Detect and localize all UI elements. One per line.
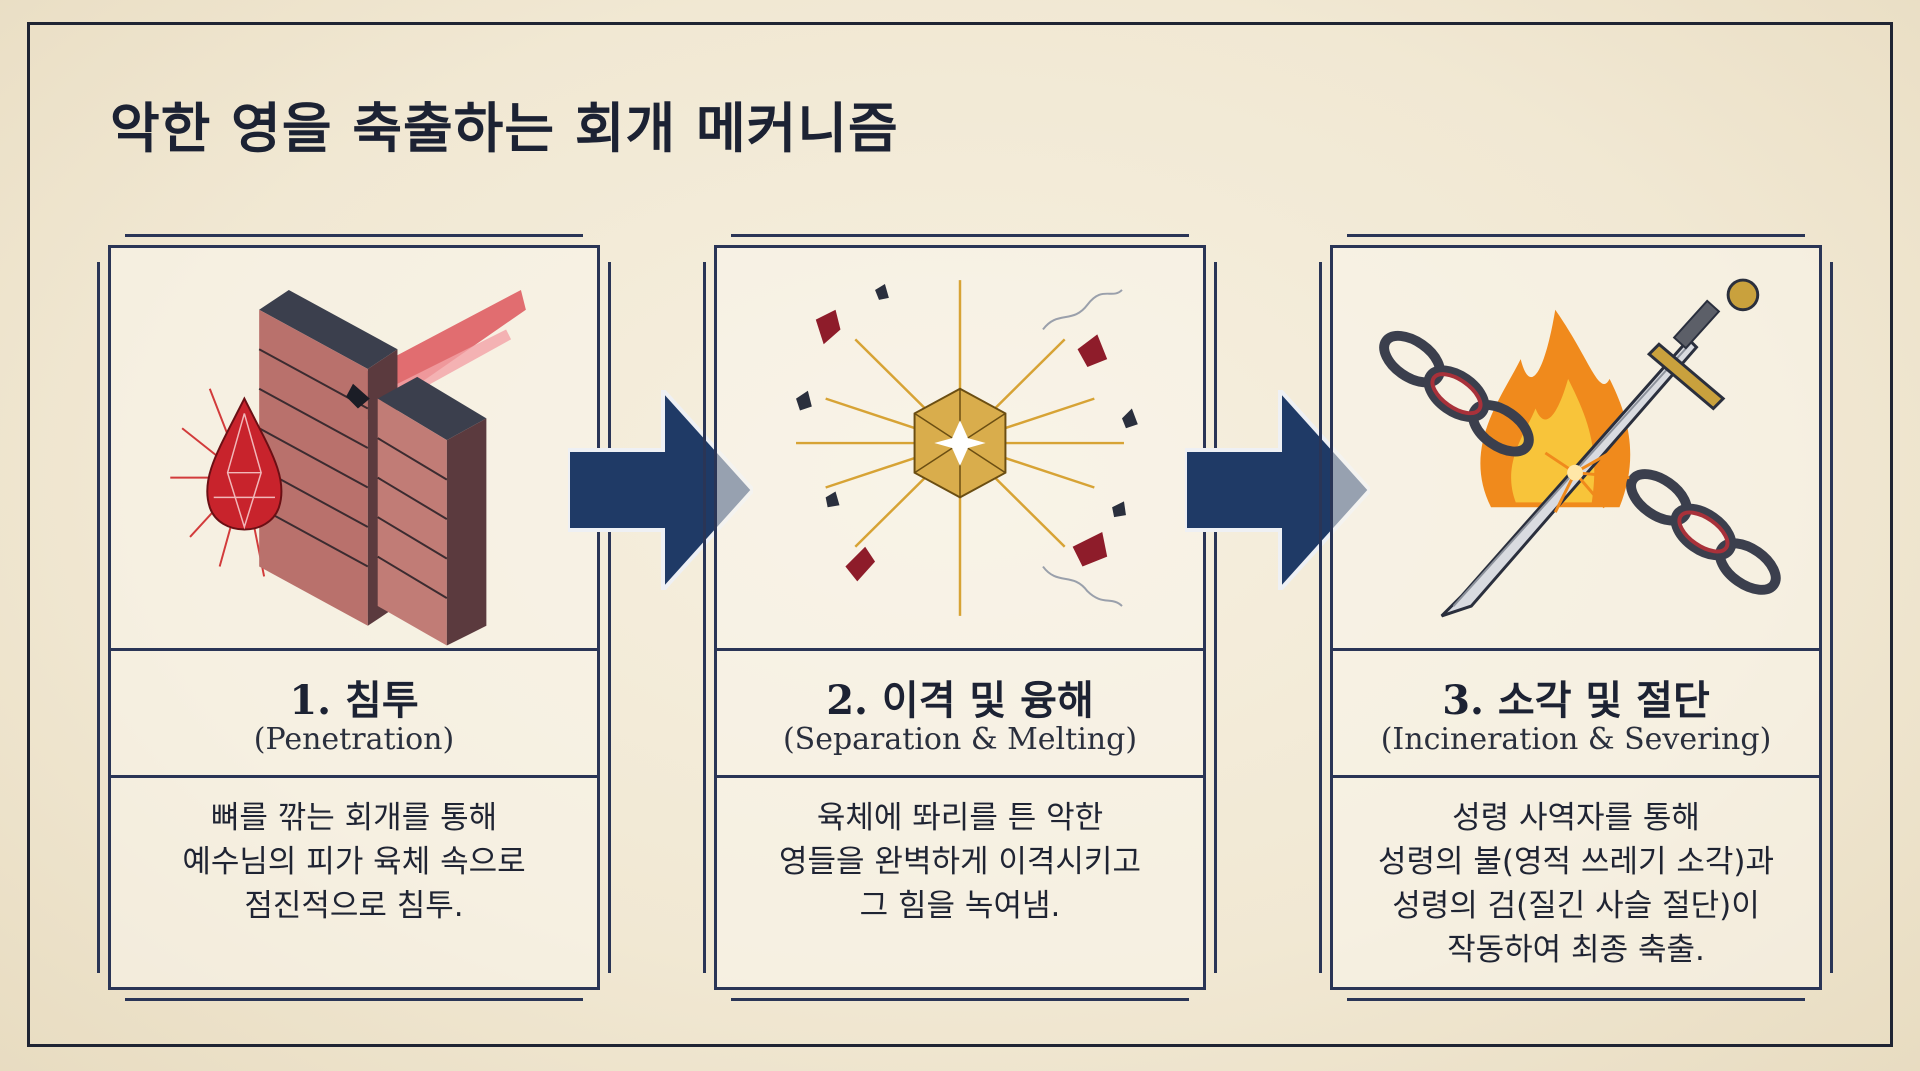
frame-deco <box>731 234 1189 237</box>
description-line: 성령 사역자를 통해 <box>1452 800 1700 836</box>
frame-deco <box>125 998 583 1001</box>
description-line: 그 힘을 녹여냄. <box>859 888 1061 924</box>
step-subtitle: (Incineration & Severing) <box>1380 722 1772 757</box>
step-card-penetration: 1. 침투 (Penetration) 뼈를 깎는 회개를 통해 예수님의 피가… <box>97 234 611 1001</box>
arrow-right-icon <box>1185 390 1370 590</box>
frame-deco <box>97 262 100 973</box>
description-line: 영들을 완벽하게 이격시키고 <box>779 844 1141 880</box>
description-line: 작동하여 최종 축출. <box>1447 932 1705 968</box>
step-card-incineration: 3. 소각 및 절단 (Incineration & Severing) 성령 … <box>1319 234 1833 1001</box>
arrow-right-icon <box>568 390 753 590</box>
radiant-crystal-icon <box>717 248 1203 648</box>
description-line: 점진적으로 침투. <box>244 888 464 924</box>
frame-deco <box>608 262 611 973</box>
description-line: 성령의 검(질긴 사슬 절단)이 <box>1392 888 1760 924</box>
frame-deco <box>1319 262 1322 973</box>
step-title: 3. 소각 및 절단 <box>1442 677 1710 724</box>
page-title: 악한 영을 축출하는 회개 메커니즘 <box>110 97 899 160</box>
step-subtitle: (Penetration) <box>253 722 455 757</box>
step-description: 육체에 똬리를 튼 악한 영들을 완벽하게 이격시키고 그 힘을 녹여냄. <box>737 796 1183 928</box>
step-card-separation: 2. 이격 및 융해 (Separation & Melting) 육체에 똬리… <box>703 234 1217 1001</box>
frame-deco <box>1347 998 1805 1001</box>
step-title: 1. 침투 <box>289 677 419 724</box>
divider <box>1333 648 1819 651</box>
frame-deco <box>1214 262 1217 973</box>
frame-deco <box>703 262 706 973</box>
divider <box>111 648 597 651</box>
step-description: 뼈를 깎는 회개를 통해 예수님의 피가 육체 속으로 점진적으로 침투. <box>131 796 577 928</box>
sword-cutting-chain-icon <box>1333 248 1819 648</box>
step-subtitle: (Separation & Melting) <box>782 722 1138 757</box>
frame-deco <box>1347 234 1805 237</box>
frame-deco <box>125 234 583 237</box>
description-line: 육체에 똬리를 튼 악한 <box>816 800 1104 836</box>
frame-deco <box>731 998 1189 1001</box>
step-description: 성령 사역자를 통해 성령의 불(영적 쓰레기 소각)과 성령의 검(질긴 사슬… <box>1353 796 1799 972</box>
frame-deco <box>1830 262 1833 973</box>
description-line: 성령의 불(영적 쓰레기 소각)과 <box>1378 844 1774 880</box>
description-line: 뼈를 깎는 회개를 통해 <box>210 800 498 836</box>
description-line: 예수님의 피가 육체 속으로 <box>182 844 526 880</box>
divider <box>717 775 1203 778</box>
divider <box>111 775 597 778</box>
step-title: 2. 이격 및 융해 <box>826 677 1094 724</box>
divider <box>717 648 1203 651</box>
blood-drop-through-wall-icon <box>111 248 597 648</box>
outer-frame <box>27 22 1893 1047</box>
divider <box>1333 775 1819 778</box>
